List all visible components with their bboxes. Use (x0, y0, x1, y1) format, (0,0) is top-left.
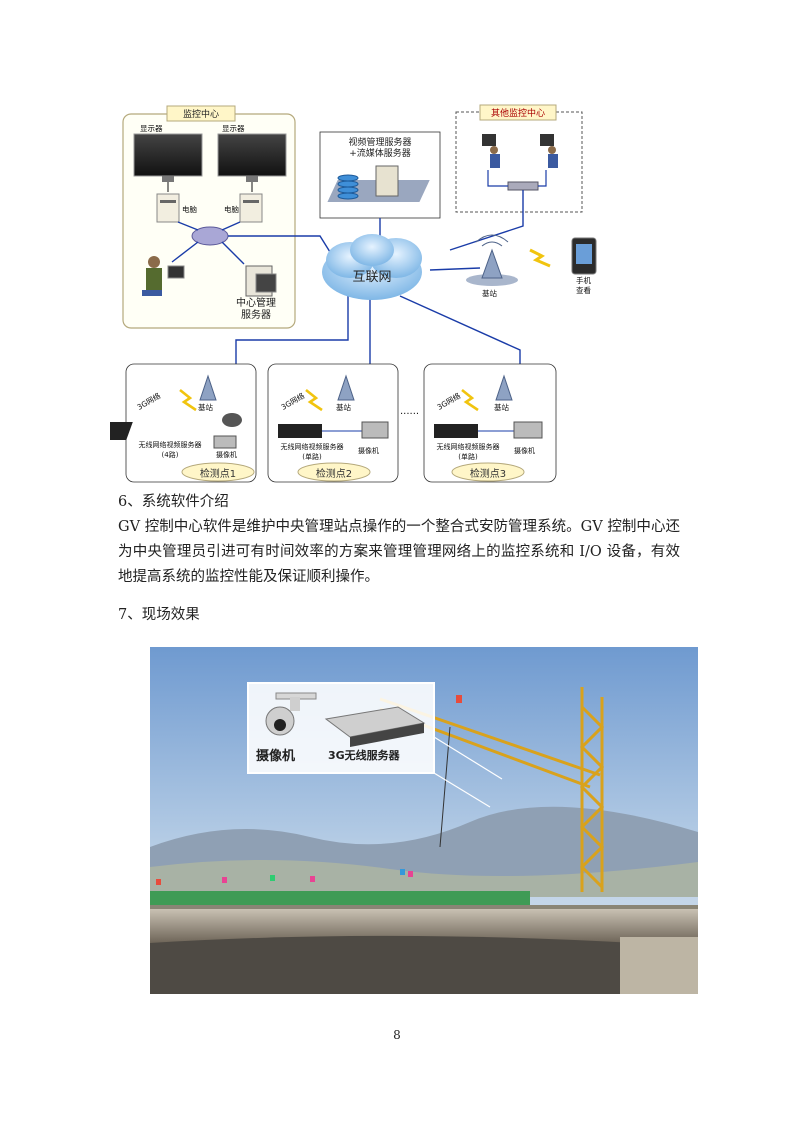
monitor-center-title: 监控中心 (182, 110, 219, 120)
display-1 (133, 133, 203, 177)
ellipsis: ...... (400, 406, 420, 417)
point-devices (74, 374, 543, 449)
point-3-server: 无线网络视频服务器 (单路) (436, 443, 500, 461)
point-3-base: 基站 (494, 403, 509, 412)
point-2-server: 无线网络视频服务器 (单路) (280, 443, 344, 461)
pc-1-label: 电脑 (182, 205, 197, 214)
other-center-title: 其他监控中心 (490, 109, 545, 119)
central-base-station (466, 234, 518, 286)
video-server-label: 视频管理服务器 +流媒体服务器 (348, 138, 412, 159)
site-photo-svg (150, 647, 698, 994)
display-2-label: 显示器 (222, 124, 245, 133)
pc-2 (239, 193, 263, 223)
point-1-server: 无线网络视频服务器 (4路) (138, 441, 202, 459)
point-2-label: 检测点2 (315, 469, 353, 480)
inset-server-label: 3G无线服务器 (328, 749, 400, 762)
base-station-label: 基站 (482, 289, 497, 298)
video-server-devices (327, 165, 430, 202)
inset-camera-label: 摄像机 (256, 749, 296, 764)
other-center-title-box (479, 104, 557, 121)
network-diagram: 监控中心 显示器 显示器 电脑 电脑 中心管理 服务器 视频管理服务器 +流媒体… (74, 100, 710, 490)
mgmt-server (245, 265, 277, 297)
phone-label: 手机 查看 (576, 276, 591, 295)
point-1-base: 基站 (198, 403, 213, 412)
display-1-label: 显示器 (140, 124, 163, 133)
mgmt-server-label: 中心管理 服务器 (236, 298, 276, 321)
inset-server (324, 706, 426, 747)
operator-figure (142, 256, 185, 296)
pc-1 (156, 193, 180, 223)
point-3-label: 检测点3 (469, 469, 507, 480)
section-7-heading: 7、现场效果 (118, 607, 200, 623)
other-center-operators (482, 134, 558, 191)
point-2-base: 基站 (336, 403, 351, 412)
inset-camera (265, 692, 317, 736)
section-6-body: GV 控制中心软件是维护中央管理站点操作的一个整合式安防管理系统。GV 控制中心… (118, 519, 680, 585)
point-1-camera: 摄像机 (216, 451, 237, 459)
site-photo: 摄像机 3G无线服务器 (150, 647, 698, 994)
flags (156, 695, 462, 885)
point-label-boxes (181, 462, 525, 482)
page-number: 8 (393, 1028, 401, 1042)
display-2 (217, 133, 287, 177)
section-6-heading: 6、系统软件介绍 (118, 494, 229, 510)
point-2-camera: 摄像机 (358, 447, 379, 455)
point-3-camera: 摄像机 (514, 447, 535, 455)
internet-label: 互联网 (352, 270, 392, 285)
internet-cloud (322, 234, 422, 300)
diagram-svg (74, 104, 597, 483)
point-boxes (125, 363, 557, 483)
other-center-frame (455, 111, 583, 213)
lightning-bolt (529, 248, 551, 268)
point-1-label: 检测点1 (199, 469, 237, 480)
pc-2-label: 电脑 (224, 205, 239, 214)
monitor-center-title-box (166, 105, 236, 122)
